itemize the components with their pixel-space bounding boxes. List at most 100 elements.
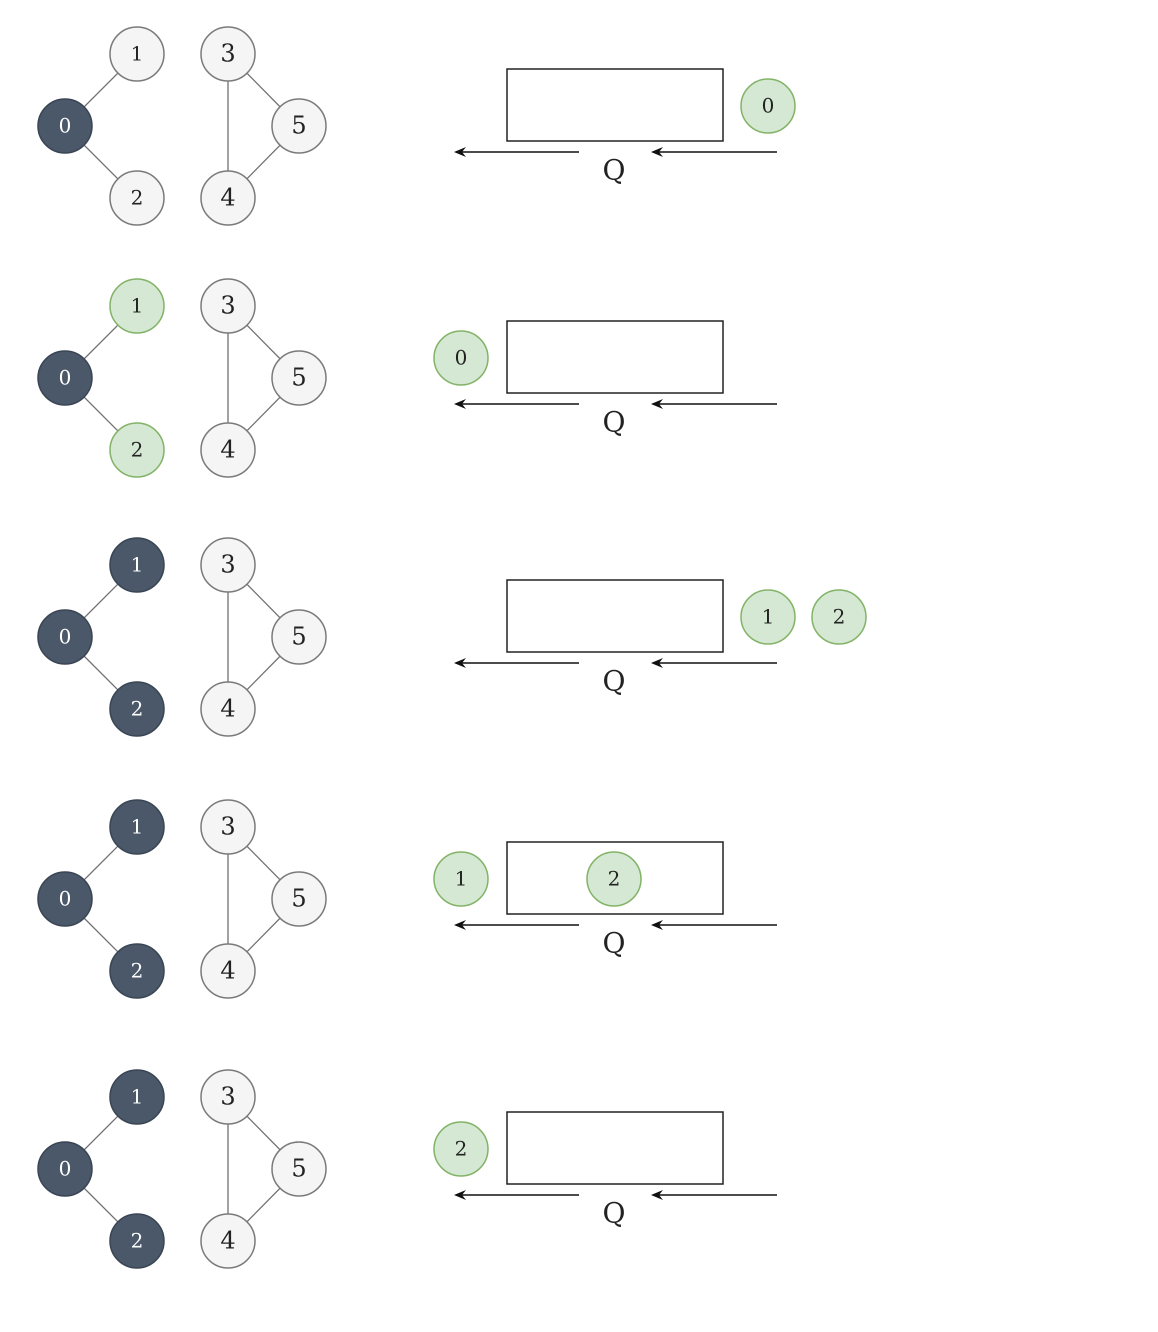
graph-node-0-circle — [37, 609, 93, 665]
graph-node-5: 5 — [271, 871, 327, 927]
graph-node-0-circle — [37, 1141, 93, 1197]
graph-node-4: 4 — [200, 681, 256, 737]
graph-node-3-label: 3 — [220, 40, 235, 68]
graph-node-3: 3 — [200, 1069, 256, 1125]
queue-label: Q — [603, 406, 626, 439]
queue-box — [506, 579, 724, 653]
graph-node-0-circle — [37, 350, 93, 406]
graph-node-3-circle — [200, 799, 256, 855]
graph-node-5: 5 — [271, 1141, 327, 1197]
queue-token-1-label: 1 — [455, 867, 468, 891]
queue-token-2-circle — [586, 851, 642, 907]
graph-node-2: 2 — [109, 422, 165, 478]
queue-token-0-label: 0 — [762, 94, 775, 118]
graph-node-5-circle — [271, 609, 327, 665]
graph-node-0: 0 — [37, 1141, 93, 1197]
graph-node-1-circle — [109, 799, 165, 855]
graph-node-4-circle — [200, 943, 256, 999]
bfs-step-4: 0 1 2 3 4 5Q 1 2 — [37, 799, 777, 999]
queue-token-2: 2 — [811, 589, 867, 645]
queue-token-0-circle — [433, 330, 489, 386]
graph-node-3: 3 — [200, 537, 256, 593]
graph-node-3-circle — [200, 26, 256, 82]
graph-node-2-label: 2 — [131, 1229, 144, 1253]
graph: 0 1 2 3 4 5 — [37, 1069, 327, 1269]
graph-node-1: 1 — [109, 799, 165, 855]
graph-node-4-label: 4 — [220, 1227, 235, 1255]
graph-node-1-circle — [109, 1069, 165, 1125]
graph: 0 1 2 3 4 5 — [37, 26, 327, 226]
graph-node-3-label: 3 — [220, 813, 235, 841]
graph-node-2-circle — [109, 681, 165, 737]
graph-node-4: 4 — [200, 943, 256, 999]
graph-node-5: 5 — [271, 98, 327, 154]
graph-node-3-circle — [200, 278, 256, 334]
graph-node-3: 3 — [200, 26, 256, 82]
graph-node-0-label: 0 — [59, 1157, 72, 1181]
graph-node-4: 4 — [200, 170, 256, 226]
queue-token-2-label: 2 — [608, 867, 621, 891]
queue: Q0 — [433, 320, 777, 439]
queue-token-2-circle — [811, 589, 867, 645]
graph-node-5-label: 5 — [291, 1155, 306, 1183]
graph-node-0-circle — [37, 98, 93, 154]
graph-node-4-label: 4 — [220, 184, 235, 212]
queue-token-2: 2 — [586, 851, 642, 907]
graph-node-5-circle — [271, 1141, 327, 1197]
graph-node-3: 3 — [200, 799, 256, 855]
queue-token-1: 1 — [433, 851, 489, 907]
graph-node-3-label: 3 — [220, 1083, 235, 1111]
graph-node-3-circle — [200, 537, 256, 593]
graph: 01 2 3 4 5 — [37, 537, 327, 737]
queue-box — [506, 1111, 724, 1185]
graph-node-2-label: 2 — [131, 697, 144, 721]
graph-node-1: 1 — [109, 1069, 165, 1125]
queue-token-1: 1 — [740, 589, 796, 645]
queue-box — [506, 68, 724, 142]
graph-node-3-label: 3 — [220, 292, 235, 320]
graph-node-1: 1 — [109, 26, 165, 82]
queue-box — [506, 320, 724, 394]
graph-node-2-label: 2 — [131, 186, 144, 210]
graph-node-4-label: 4 — [220, 436, 235, 464]
graph-node-0-label: 0 — [59, 366, 72, 390]
queue: Q 1 2 — [433, 841, 777, 960]
graph-node-2: 2 — [109, 943, 165, 999]
graph-node-4-circle — [200, 422, 256, 478]
graph-node-0-circle — [37, 871, 93, 927]
graph-node-5-circle — [271, 871, 327, 927]
graph-node-5-label: 5 — [291, 885, 306, 913]
graph-node-1-circle — [109, 537, 165, 593]
graph-node-5-circle — [271, 98, 327, 154]
queue-token-0-label: 0 — [455, 346, 468, 370]
graph-node-3-label: 3 — [220, 551, 235, 579]
queue-token-2-label: 2 — [455, 1137, 468, 1161]
graph-node-1: 1 — [109, 537, 165, 593]
graph-node-0-label: 0 — [59, 887, 72, 911]
queue-token-0-circle — [740, 78, 796, 134]
graph-node-0-label: 0 — [59, 114, 72, 138]
graph-node-2-label: 2 — [131, 959, 144, 983]
queue-token-1-circle — [740, 589, 796, 645]
queue-label: Q — [603, 927, 626, 960]
graph-node-5: 5 — [271, 609, 327, 665]
graph-node-0: 0 — [37, 609, 93, 665]
queue-token-2: 2 — [433, 1121, 489, 1177]
graph-node-0: 0 — [37, 871, 93, 927]
graph-node-2: 2 — [109, 681, 165, 737]
graph-node-4-circle — [200, 681, 256, 737]
graph-node-5-label: 5 — [291, 364, 306, 392]
graph-node-2-circle — [109, 1213, 165, 1269]
graph-node-5: 5 — [271, 350, 327, 406]
queue-token-0: 0 — [433, 330, 489, 386]
graph-node-0: 0 — [37, 98, 93, 154]
graph-node-5-label: 5 — [291, 623, 306, 651]
graph-node-1-label: 1 — [131, 815, 144, 839]
graph-node-3: 3 — [200, 278, 256, 334]
graph-node-5-label: 5 — [291, 112, 306, 140]
